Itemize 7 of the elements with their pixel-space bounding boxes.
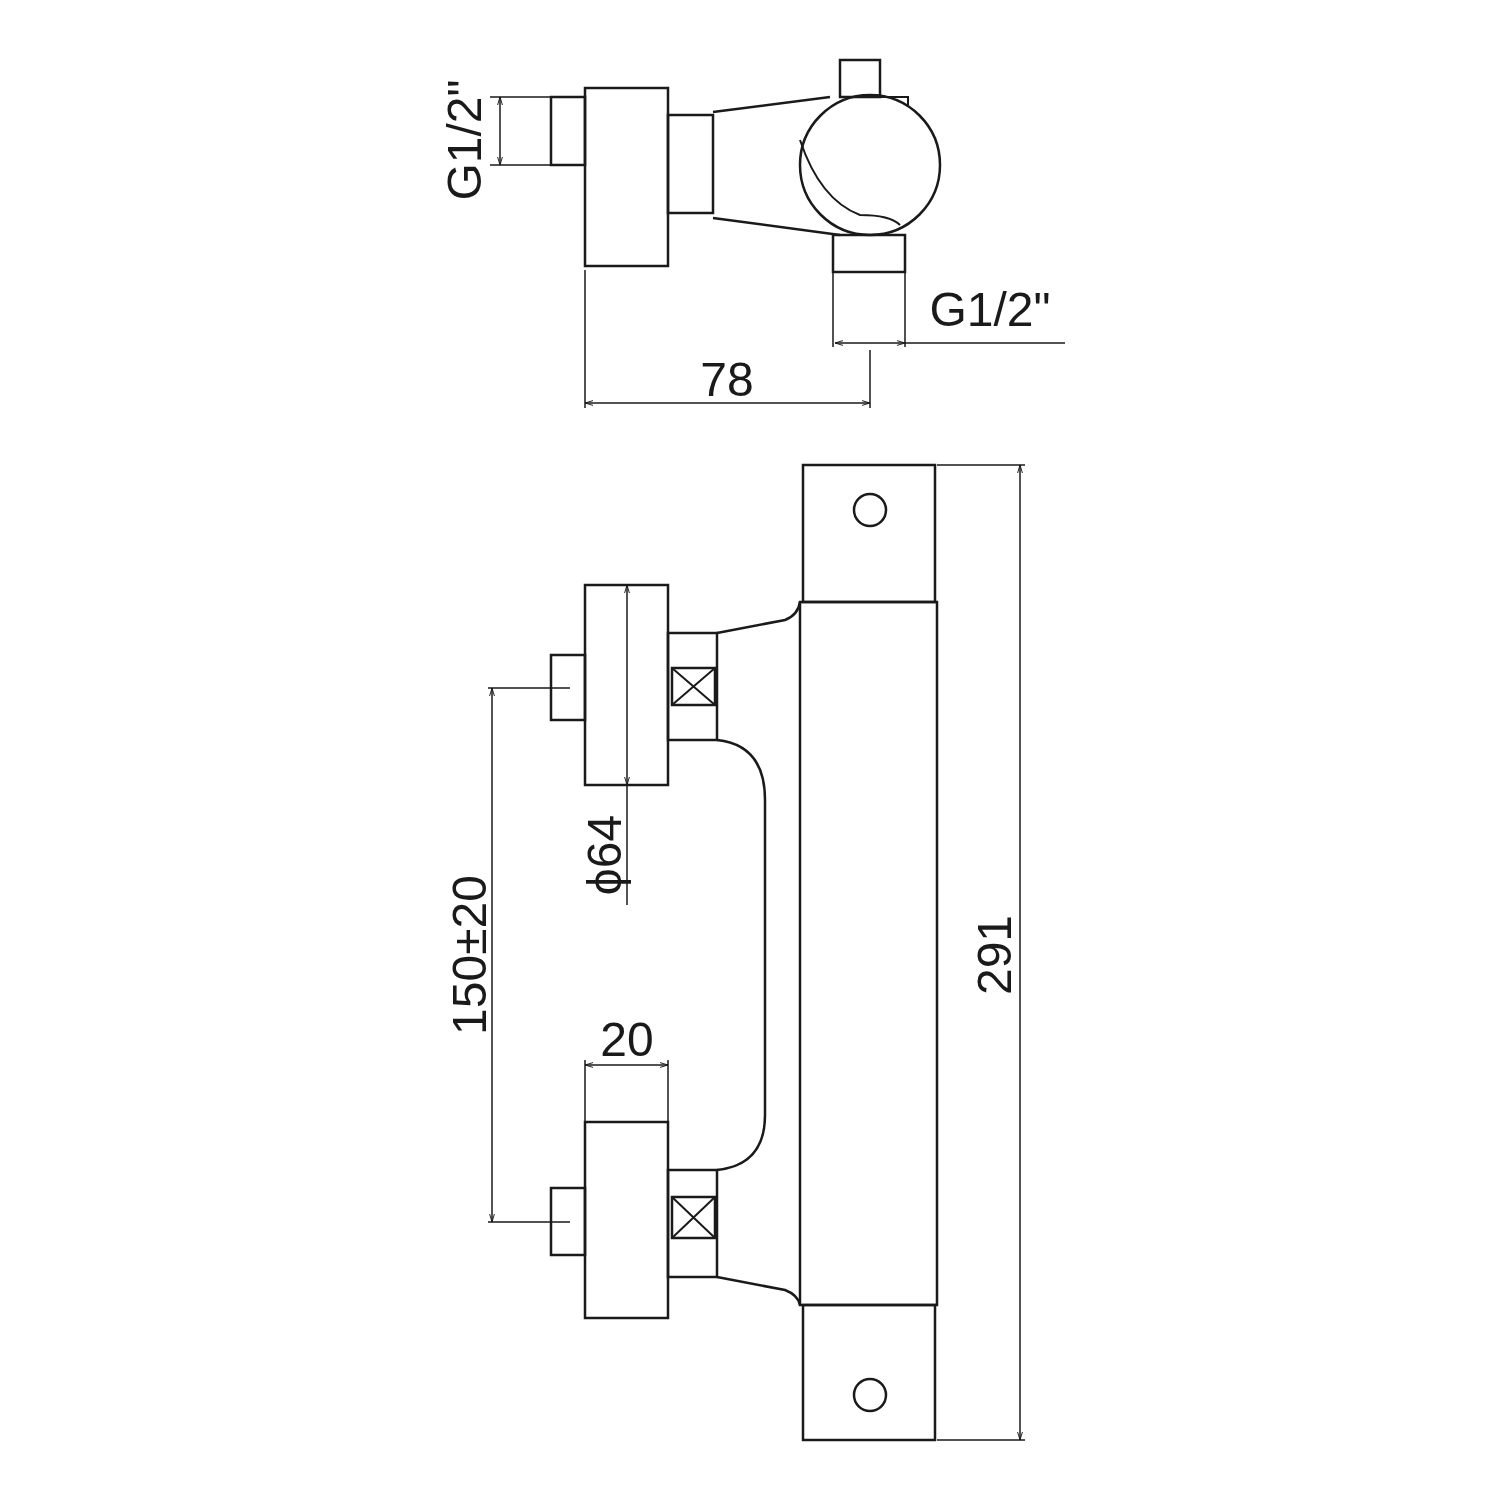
dimension-label: G1/2": [929, 286, 1051, 334]
dimension-label: 78: [700, 356, 754, 404]
dimension-label: 150±20: [446, 875, 494, 1035]
dimension-label: 291: [971, 914, 1019, 996]
dimension-label: G1/2": [441, 79, 489, 201]
dimension-label: 20: [600, 1016, 654, 1064]
dimension-label: ϕ64: [581, 814, 629, 896]
